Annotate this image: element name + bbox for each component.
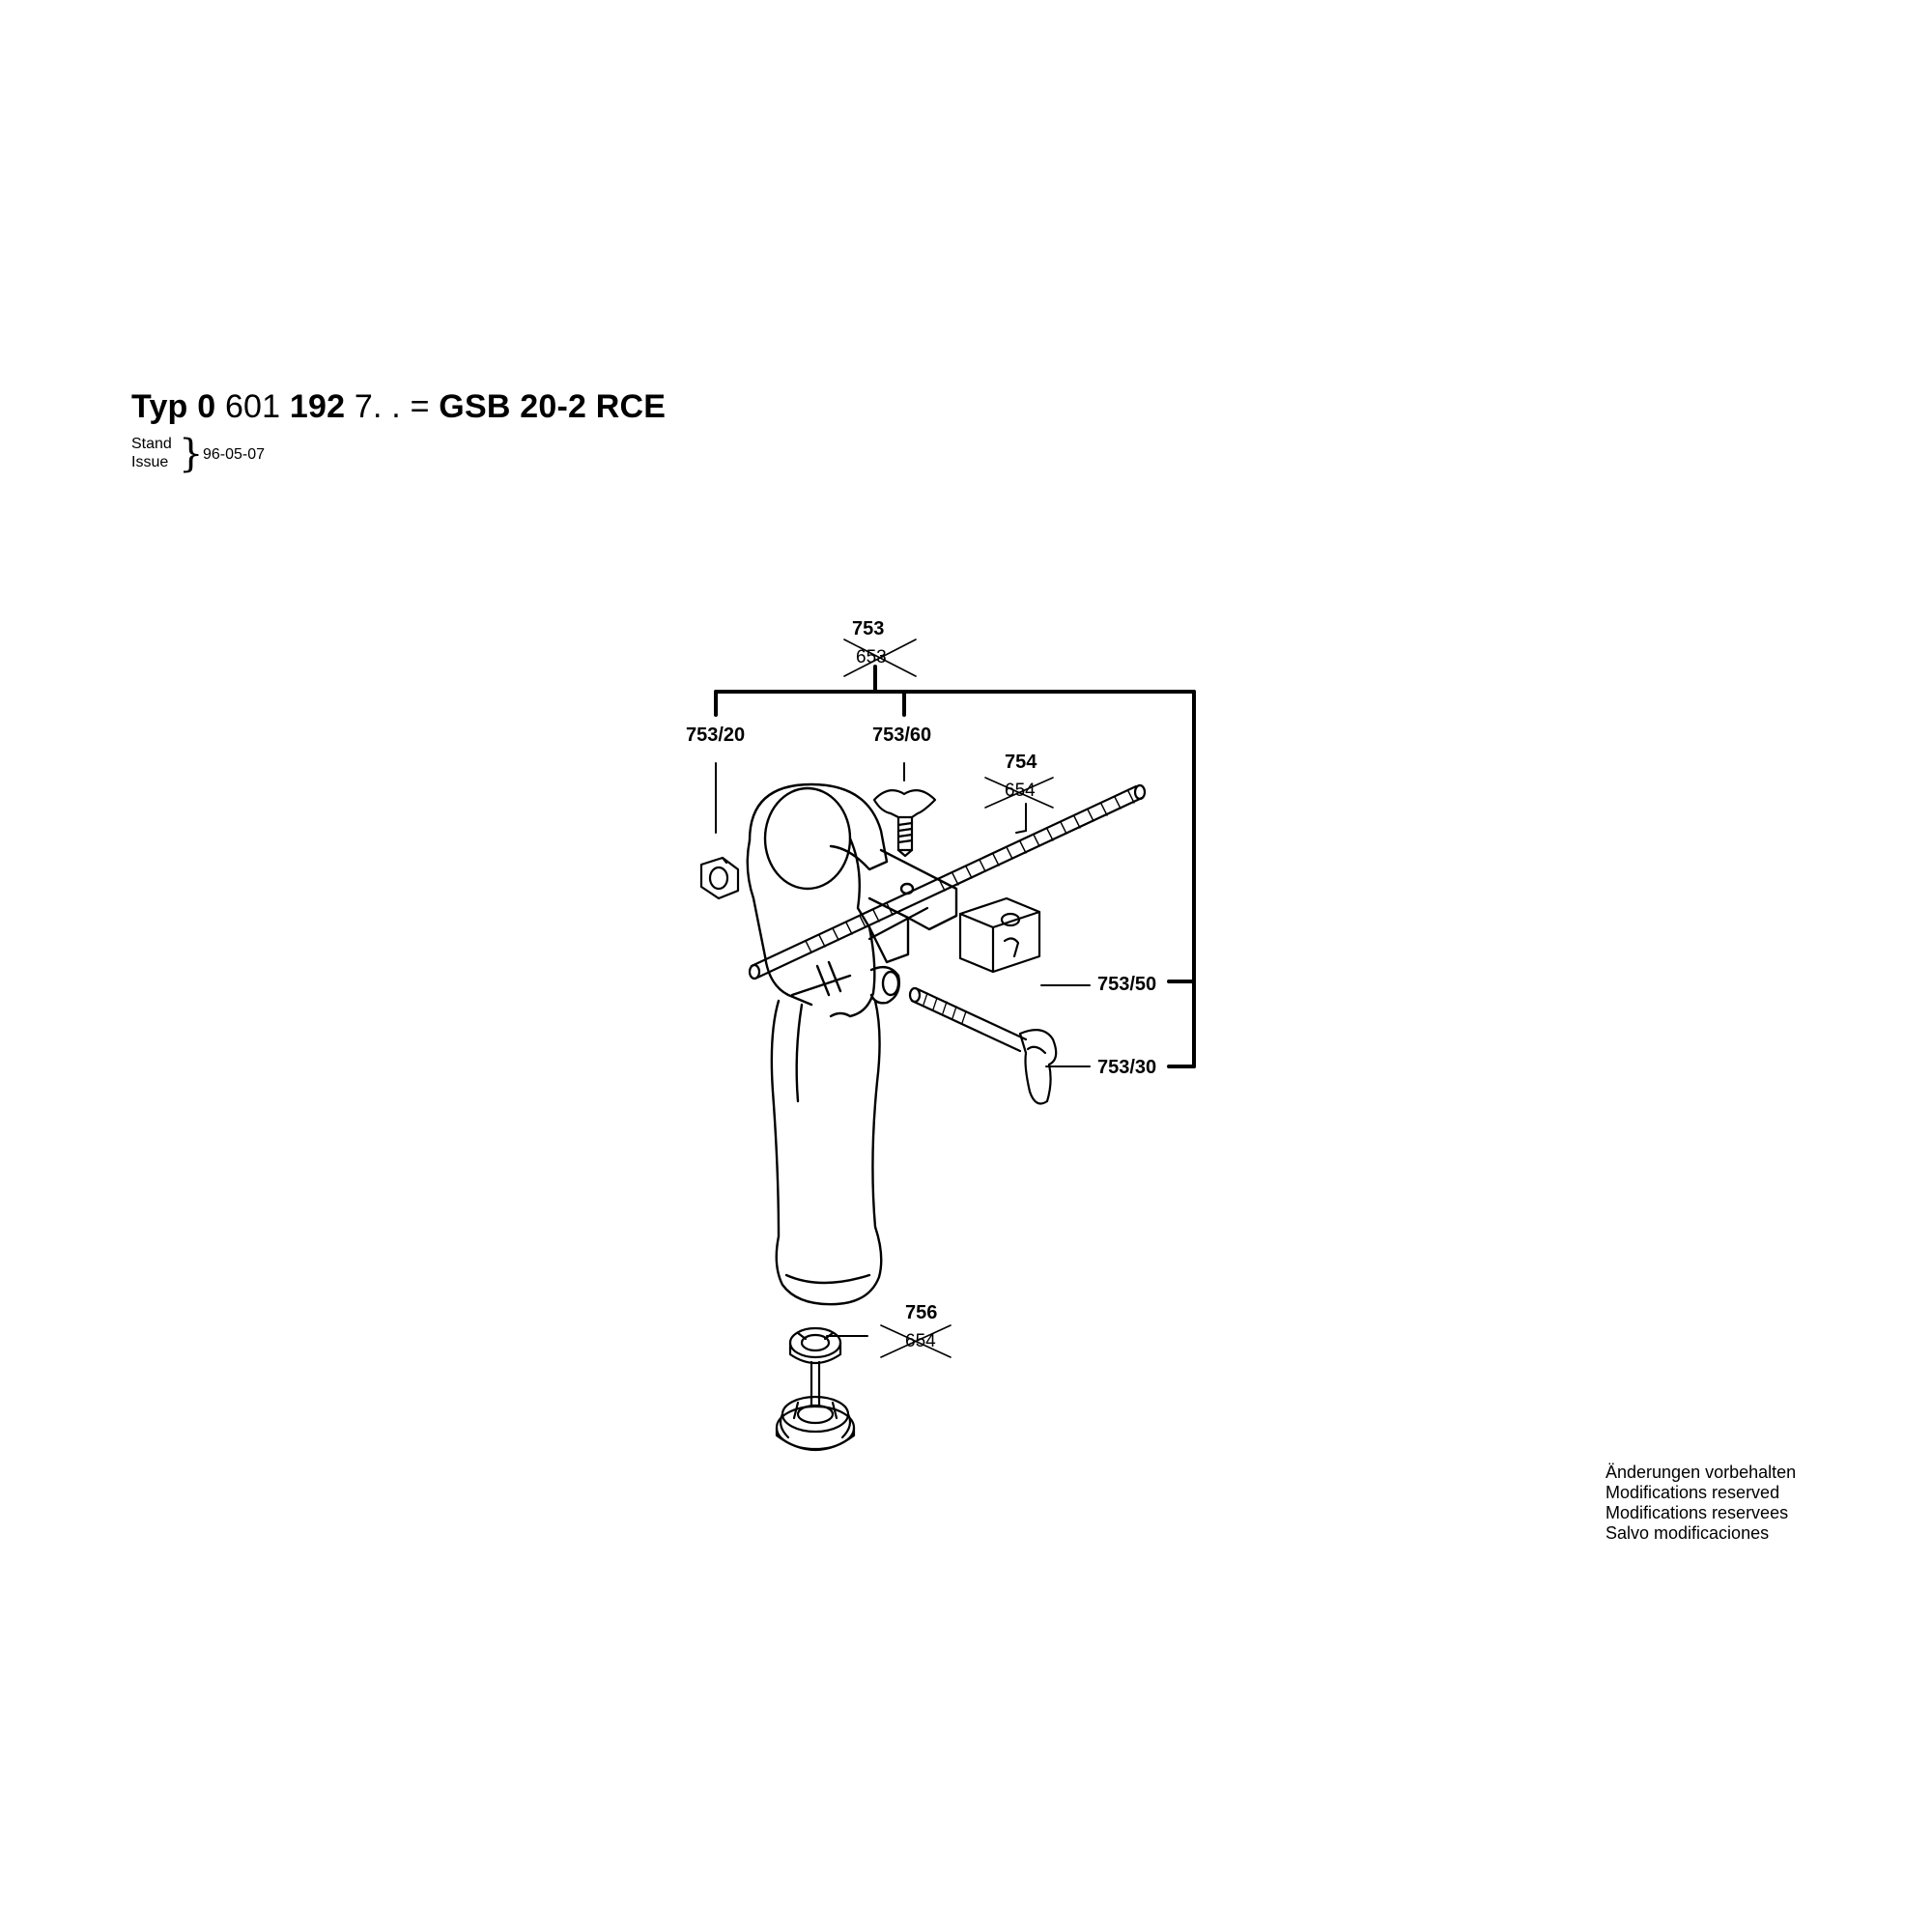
- part-number-normal-2: 7. . =: [345, 388, 440, 425]
- rod-threads: [805, 790, 1135, 953]
- clamp-block: [958, 896, 1041, 974]
- note-de: Änderungen vorbehalten: [1605, 1463, 1797, 1482]
- depth-rod: [748, 783, 1147, 980]
- handle-body: [746, 782, 958, 1306]
- note-es: Salvo modificaciones: [1605, 1523, 1770, 1543]
- typ-label: Typ: [131, 388, 188, 425]
- callout-754: 754: [1005, 752, 1037, 773]
- strike-marks: [843, 639, 1054, 1358]
- callout-753-50: 753/50: [1097, 974, 1157, 995]
- callout-753: 753: [852, 618, 885, 639]
- part-number-normal-1: 601: [215, 388, 290, 425]
- issue-brace: }: [179, 432, 204, 476]
- callout-753-20: 753/20: [686, 724, 746, 746]
- callout-753-60: 753/60: [872, 724, 932, 746]
- callout-654-superseded-2: 654: [905, 1331, 936, 1351]
- depth-rod-lower: [867, 906, 929, 941]
- issue-label: Issue: [131, 454, 169, 470]
- t-bolt: [908, 986, 1058, 1105]
- stand-label: Stand: [131, 436, 172, 452]
- page-title: Typ 0 601 192 7. . = GSB 20-2 RCE: [131, 388, 666, 426]
- callout-654-superseded: 654: [1005, 781, 1036, 801]
- callout-756: 756: [905, 1302, 938, 1323]
- issue-labels: Stand Issue: [131, 435, 172, 471]
- assembly-bracket: [714, 665, 1196, 1068]
- note-en: Modifications reserved: [1605, 1483, 1780, 1502]
- wing-screw: [872, 789, 937, 858]
- end-cap: [775, 1326, 856, 1452]
- hex-nut: [699, 856, 740, 900]
- issue-date: 96-05-07: [203, 446, 266, 463]
- model-name: GSB 20-2 RCE: [439, 388, 667, 425]
- part-number-bold-1: 0: [197, 388, 216, 425]
- callout-653-superseded: 653: [856, 647, 887, 668]
- leader-lines: [715, 762, 1091, 1337]
- modifications-notice: Änderungen vorbehalten Modifications res…: [1605, 1463, 1796, 1544]
- callout-753-30: 753/30: [1097, 1057, 1157, 1078]
- t-bolt-threads: [923, 992, 967, 1024]
- part-number-bold-2: 192: [289, 388, 346, 425]
- note-fr: Modifications reservees: [1605, 1503, 1789, 1522]
